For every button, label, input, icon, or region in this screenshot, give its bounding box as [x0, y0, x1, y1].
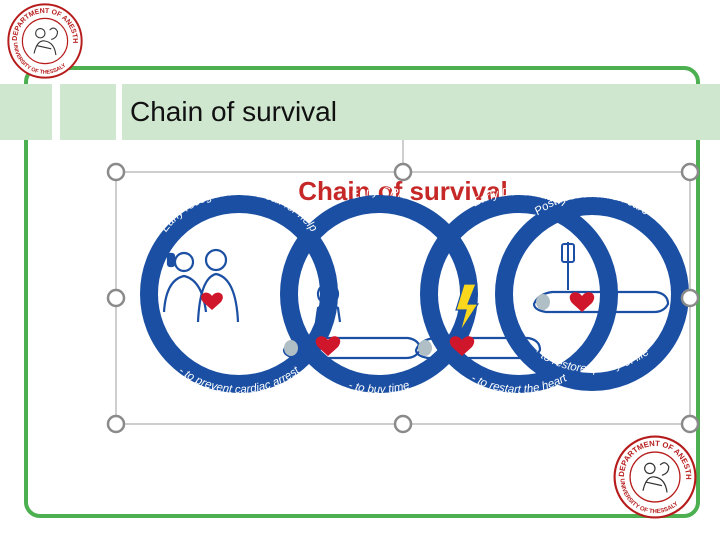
iv-drip-icon	[561, 242, 575, 290]
department-logo-top: DEPARTMENT OF ANESTHESIOLOGY UNIVERSITY …	[6, 2, 83, 79]
title-bar: Chain of survival	[122, 84, 720, 140]
title-tab-middle	[60, 84, 116, 140]
title-tab-left	[0, 84, 52, 140]
heart-icon	[569, 292, 595, 312]
department-logo-bottom: DEPARTMENT OF ANESTHESIOLOGY UNIVERSITY …	[612, 434, 697, 519]
call-for-help-icon	[162, 248, 240, 323]
chain-of-survival-figure: Chain of survival Early recognition and …	[140, 176, 689, 396]
slide-title: Chain of survival	[130, 96, 337, 127]
